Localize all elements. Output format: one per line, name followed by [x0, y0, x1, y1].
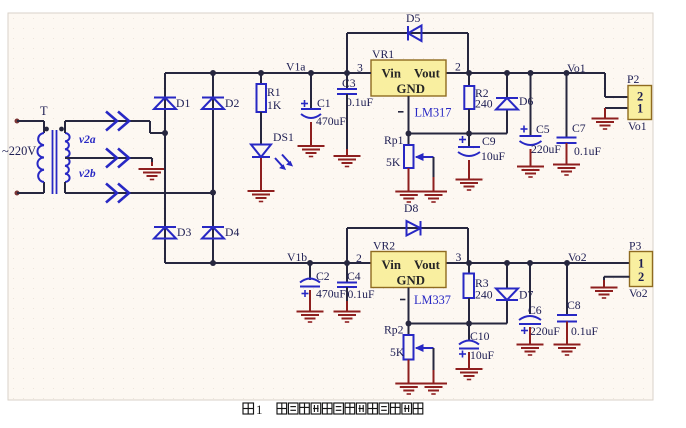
svg-text:DS1: DS1	[273, 131, 294, 144]
svg-text:C6: C6	[528, 304, 542, 317]
svg-text:Vo2: Vo2	[568, 251, 587, 264]
svg-text:Vout: Vout	[414, 67, 441, 81]
svg-text:C9: C9	[482, 135, 496, 148]
svg-text:V1b: V1b	[287, 251, 307, 264]
svg-text:240: 240	[475, 98, 493, 111]
svg-text:Vo1: Vo1	[567, 62, 586, 75]
svg-text:D1: D1	[176, 97, 190, 110]
svg-text:3: 3	[456, 251, 462, 264]
svg-text:2: 2	[637, 90, 643, 104]
svg-text:0.1uF: 0.1uF	[346, 96, 373, 109]
svg-text:2: 2	[356, 252, 362, 265]
svg-text:D3: D3	[177, 226, 191, 239]
svg-text:1: 1	[637, 102, 643, 116]
svg-text:T: T	[40, 104, 48, 118]
svg-text:Vin: Vin	[382, 67, 401, 81]
svg-text:D5: D5	[406, 12, 420, 25]
svg-text:0.1uF: 0.1uF	[574, 145, 601, 158]
svg-text:D4: D4	[225, 226, 239, 239]
svg-text:VR1: VR1	[372, 48, 394, 61]
svg-text:~220V: ~220V	[2, 144, 36, 158]
svg-text:Vout: Vout	[414, 258, 441, 272]
svg-text:P2: P2	[627, 73, 640, 86]
svg-text:D7: D7	[519, 289, 533, 302]
svg-text:C3: C3	[342, 77, 356, 90]
svg-text:220uF: 220uF	[530, 325, 560, 338]
svg-text:10uF: 10uF	[481, 150, 506, 163]
svg-text:C1: C1	[317, 97, 331, 110]
svg-text:2: 2	[455, 61, 461, 74]
svg-text:470uF: 470uF	[316, 288, 346, 301]
svg-text:0.1uF: 0.1uF	[571, 325, 598, 338]
svg-text:C5: C5	[536, 123, 550, 136]
svg-text:Vin: Vin	[382, 258, 401, 272]
svg-text:C8: C8	[567, 299, 581, 312]
svg-text:C4: C4	[347, 270, 361, 283]
svg-text:Rp2: Rp2	[384, 324, 404, 337]
svg-text:0.1uF: 0.1uF	[348, 288, 375, 301]
svg-text:R3: R3	[475, 277, 489, 290]
svg-text:C7: C7	[572, 122, 586, 135]
svg-text:R1: R1	[267, 86, 281, 99]
svg-text:GND: GND	[397, 274, 425, 288]
svg-text:R2: R2	[475, 87, 489, 100]
svg-text:C2: C2	[316, 270, 330, 283]
svg-text:220uF: 220uF	[531, 143, 561, 156]
svg-text:V1a: V1a	[286, 61, 306, 74]
svg-text:1: 1	[638, 257, 644, 271]
svg-text:D2: D2	[225, 97, 239, 110]
svg-text:v2a: v2a	[79, 134, 96, 146]
svg-text:D8: D8	[404, 202, 418, 215]
svg-text:LM337: LM337	[414, 293, 451, 307]
svg-text:2: 2	[638, 270, 644, 284]
svg-text:Vo1: Vo1	[628, 120, 647, 133]
svg-text:v2b: v2b	[79, 168, 96, 180]
svg-text:VR2: VR2	[373, 240, 395, 253]
svg-text:470uF: 470uF	[316, 115, 346, 128]
svg-text:10uF: 10uF	[470, 349, 495, 362]
svg-text:P3: P3	[629, 240, 642, 253]
svg-text:5K: 5K	[390, 346, 405, 359]
svg-text:C10: C10	[470, 330, 490, 343]
svg-text:1: 1	[256, 402, 263, 417]
svg-text:1K: 1K	[267, 99, 282, 112]
svg-text:Rp1: Rp1	[384, 134, 404, 147]
svg-text:240: 240	[475, 289, 493, 302]
svg-text:Vo2: Vo2	[629, 287, 648, 300]
svg-text:5K: 5K	[386, 156, 401, 169]
svg-text:3: 3	[357, 62, 363, 75]
svg-text:GND: GND	[397, 82, 425, 96]
svg-text:LM317: LM317	[415, 106, 452, 120]
